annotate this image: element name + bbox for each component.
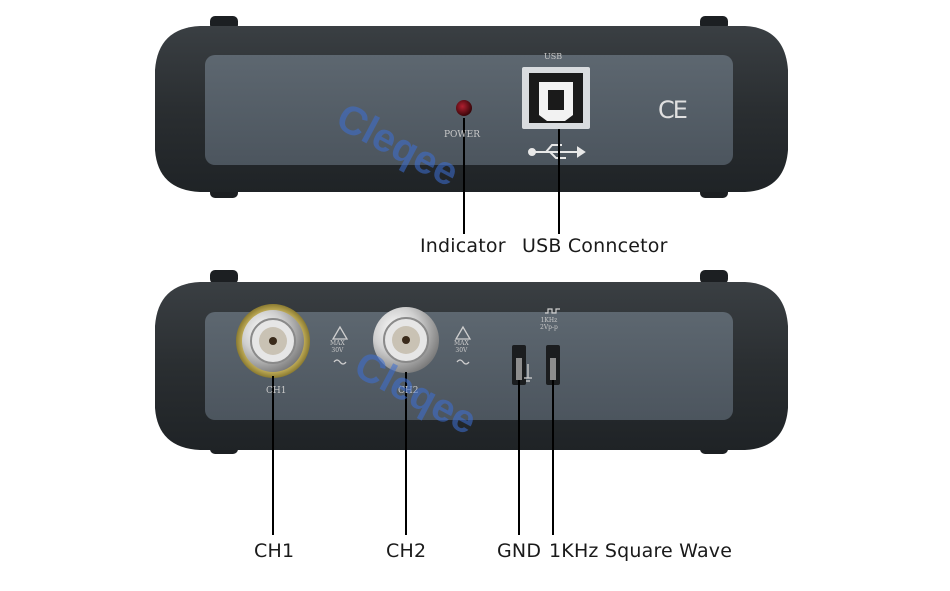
square-wave-icon [545, 308, 560, 314]
power-led-icon [456, 100, 472, 116]
gnd-symbol-icon [524, 364, 532, 382]
bnc-connector-icon [236, 304, 310, 378]
square-wave-spec: 1KHz 2Vp-p [540, 317, 558, 331]
usb-marking: USB [544, 52, 563, 61]
max-rating-ch1: MAX 30V [330, 340, 345, 354]
callout-square-wave: 1KHz Square Wave [549, 540, 733, 562]
ce-mark: CE [658, 96, 688, 124]
warning-triangle-icon [454, 325, 472, 365]
callout-ch2: CH2 [386, 540, 427, 562]
power-marking: POWER [444, 130, 481, 140]
ch2-marking: CH2 [398, 386, 419, 396]
max-rating-ch2: MAX 30V [454, 340, 469, 354]
callout-usb-connector: USB Conncetor [522, 235, 668, 257]
ch1-marking: CH1 [266, 386, 287, 396]
callout-ch1: CH1 [254, 540, 295, 562]
callout-indicator: Indicator [420, 235, 506, 257]
bnc-connector-icon [373, 307, 439, 373]
warning-triangle-icon [331, 325, 349, 365]
callout-gnd: GND [497, 540, 542, 562]
